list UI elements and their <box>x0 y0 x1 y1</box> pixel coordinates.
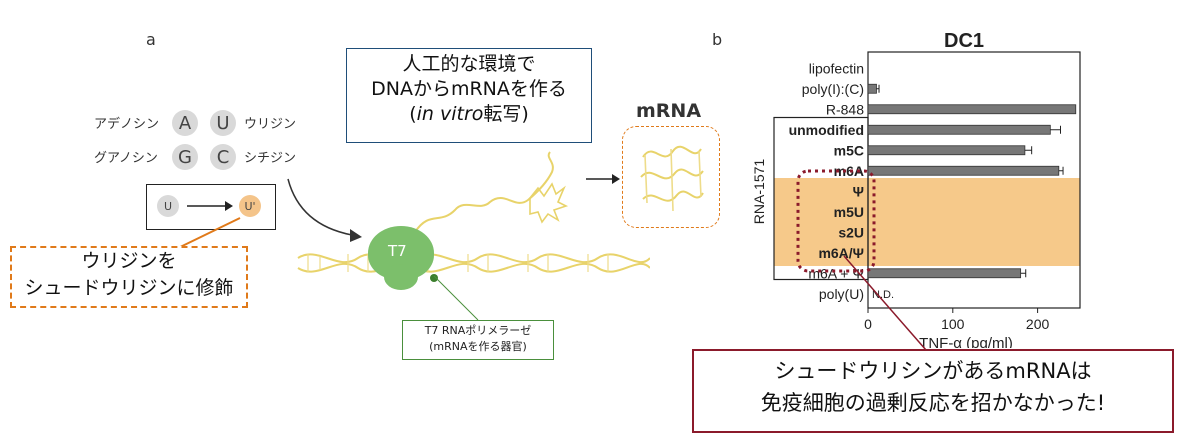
nucleoside-c-circle: C <box>210 144 236 170</box>
category-label: m5U <box>834 204 864 220</box>
conclusion-line1: シュードウリシンがあるmRNAは <box>774 359 1092 383</box>
x-tick-label: 0 <box>864 316 872 332</box>
transcription-illustration <box>297 151 650 273</box>
conclusion-line2: 免疫細胞の過剰反応を招かなかった! <box>760 391 1106 415</box>
in-vitro-callout: 人工的な環境で DNAからmRNAを作る (in vitro転写) <box>346 48 592 143</box>
x-tick-label: 200 <box>1026 316 1050 332</box>
uridine-callout-line1: ウリジンを <box>81 250 177 272</box>
plot-frame <box>867 51 1081 309</box>
category-label: lipofectin <box>809 60 864 76</box>
mrna-coil <box>640 145 704 212</box>
bar <box>867 104 1077 115</box>
nucleoside-c-letter: C <box>216 146 230 168</box>
uridine-callout-line2: シュードウリジンに修飾 <box>24 277 234 299</box>
category-label: m5C <box>834 142 864 158</box>
x-tick-label: 100 <box>941 316 965 332</box>
nucleoside-a-circle: A <box>172 110 198 136</box>
category-label: s2U <box>838 224 864 240</box>
nucleoside-name-u: ウリジン <box>244 117 297 132</box>
uridine-modification-callout: ウリジンを シュードウリジンに修飾 <box>10 246 248 308</box>
bar <box>867 145 1026 156</box>
bar <box>867 165 1060 176</box>
curved-arrow-icon <box>287 178 362 242</box>
t7-dot <box>430 274 438 282</box>
in-vitro-italic: in vitro <box>416 103 484 125</box>
in-vitro-paren-open: ( <box>409 103 417 125</box>
in-vitro-line1: 人工的な環境で <box>402 53 536 75</box>
dna-helix <box>297 253 650 273</box>
arrow-to-mrna-icon <box>586 174 620 184</box>
dc1-bar-chart: lipofectin poly(I):(C) R-848 unmodified m5C m… <box>751 51 1081 348</box>
modification-arrow-icon <box>187 201 233 211</box>
in-vitro-line3: (in vitro転写) <box>347 102 591 127</box>
category-label: m6A/Ψ <box>818 245 864 261</box>
category-label: unmodified <box>789 122 864 138</box>
t7-label: T7 <box>388 242 407 260</box>
nucleoside-name-c: シチジン <box>244 151 297 166</box>
conclusion-connector-line <box>843 255 927 351</box>
t7-callout: T7 RNAポリメラーゼ (mRNAを作る器官) <box>402 320 554 360</box>
panel-a-label: a <box>146 30 156 49</box>
category-label: m6A <box>834 163 864 179</box>
nucleoside-u-circle: U <box>210 110 236 136</box>
uridine-letter: U <box>163 199 173 213</box>
mrna-label: mRNA <box>636 100 702 122</box>
uridine-circle: U <box>157 195 179 217</box>
pseudouridine-letter: U' <box>244 199 256 213</box>
nd-annotation: N.D. <box>872 289 894 301</box>
t7-polymerase: T7 <box>368 226 438 290</box>
group-label: RNA-1571 <box>751 159 767 225</box>
highlight-dashed-box <box>796 169 876 273</box>
modification-box: U U' <box>146 184 276 230</box>
mrna-strand <box>414 151 554 233</box>
conclusion-callout: シュードウリシンがあるmRNAは 免疫細胞の過剰反応を招かなかった! <box>692 349 1174 433</box>
x-axis-label: TNF-α (pg/ml) <box>919 335 1013 348</box>
category-label: R-848 <box>826 101 864 117</box>
in-vitro-rest: 転写) <box>483 103 529 125</box>
in-vitro-line2: DNAからmRNAを作る <box>371 78 567 100</box>
category-label: Ψ <box>853 183 864 199</box>
nucleoside-name-g: グアノシン <box>94 151 158 166</box>
chart-title: DC1 <box>944 30 985 52</box>
t7-callout-line2: (mRNAを作る器官) <box>429 340 527 353</box>
pseudouridine-circle: U' <box>239 195 261 217</box>
highlight-band <box>774 178 1080 266</box>
nucleoside-u-letter: U <box>216 112 230 134</box>
bar <box>867 124 1051 135</box>
enzyme-callout-line <box>433 275 479 321</box>
nucleoside-name-a: アデノシン <box>94 117 160 132</box>
bar <box>867 83 877 94</box>
panel-b-label: b <box>712 30 723 49</box>
nucleoside-a-letter: A <box>178 112 192 134</box>
category-label: m6A + Ψ <box>808 265 864 281</box>
nucleoside-g-circle: G <box>172 144 198 170</box>
t7-callout-line1: T7 RNAポリメラーゼ <box>424 324 532 337</box>
category-label: poly(I):(C) <box>802 81 864 97</box>
mrna-box <box>622 126 720 228</box>
nucleoside-g-letter: G <box>178 146 192 168</box>
category-label: poly(U) <box>819 286 864 302</box>
